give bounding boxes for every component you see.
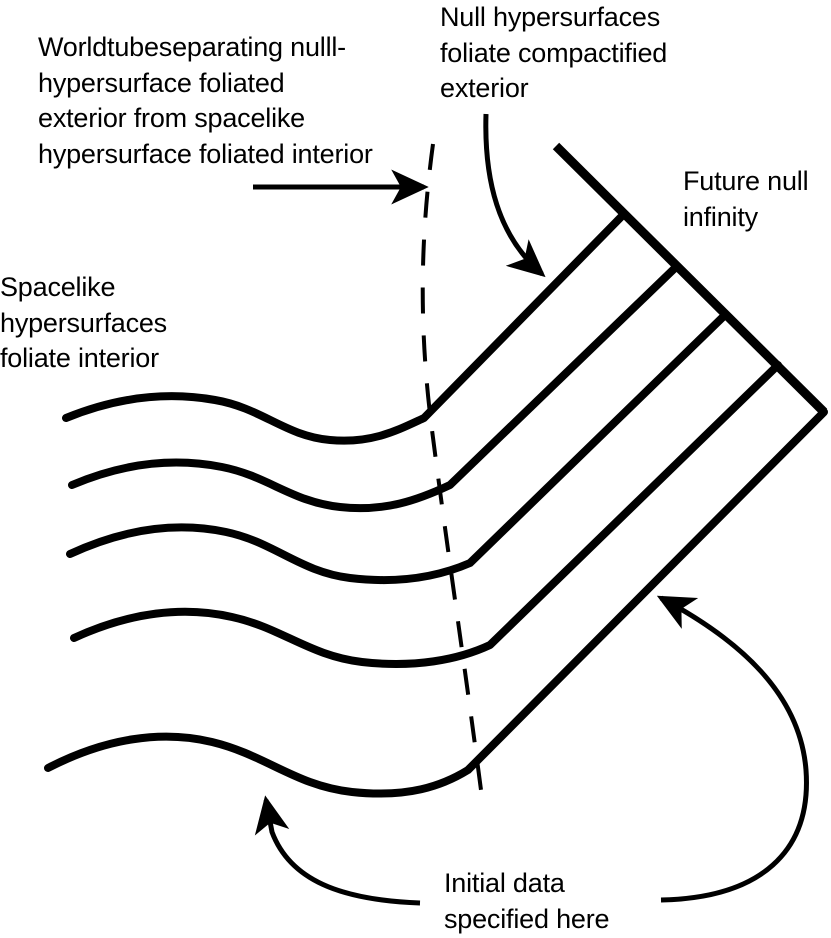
initial-data-right-arrow <box>656 595 809 903</box>
spacelike-hypersurface-1 <box>62 211 627 445</box>
initial-data-left-arrow <box>254 795 421 906</box>
spacelike-hypersurface-2 <box>68 263 680 513</box>
future-null-infinity-label: Future null infinity <box>683 166 809 232</box>
worldtube-dashed-curve <box>420 143 483 791</box>
null-hypersurfaces-arrow <box>483 113 546 278</box>
initial-data-label: Initial data specified here <box>444 868 610 934</box>
spacelike-hypersurfaces-label: Spacelike hypersurfaces foliate interior <box>0 272 167 374</box>
spacelike-hypersurface-3 <box>66 311 729 585</box>
worldtube-label: Worldtubeseparating nulll-hypersurface f… <box>38 32 373 169</box>
spacelike-hypersurface-4 <box>70 361 782 668</box>
null-hypersurfaces-label: Null hypersurfaces foliate compactified … <box>440 2 668 104</box>
spacelike-hypersurface-5 <box>44 408 828 798</box>
